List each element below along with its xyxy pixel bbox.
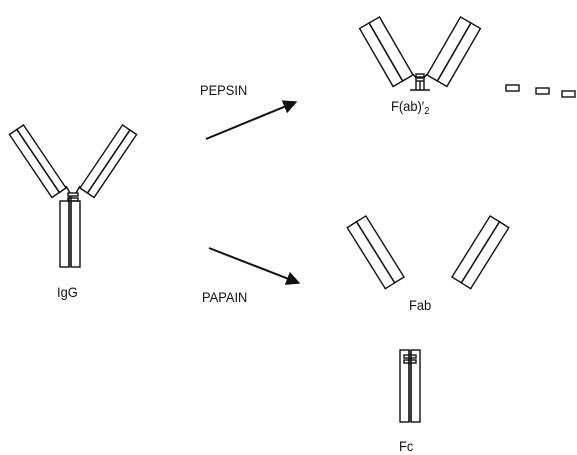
papain-label: PAPAIN xyxy=(202,289,248,305)
pepsin-arrow xyxy=(205,100,298,140)
fab2-label-prime: ′ xyxy=(421,98,425,114)
fab2-label-main: F(ab) xyxy=(391,98,422,114)
fab-fragment-left xyxy=(346,214,405,290)
igg-fc-left-chain xyxy=(59,200,70,268)
pepsin-small-fragments xyxy=(505,84,576,98)
small-fragment xyxy=(505,84,520,92)
fc-label: Fc xyxy=(399,438,414,454)
small-fragment xyxy=(535,87,550,95)
fab-fragment-right xyxy=(451,214,510,290)
fab-label: Fab xyxy=(409,297,432,313)
fc-fragment xyxy=(399,349,421,423)
igg-fc-right-chain xyxy=(70,200,81,268)
igg-label: IgG xyxy=(57,284,78,300)
igg-left-arm xyxy=(8,124,67,199)
fab2-label: F(ab)′2 xyxy=(391,99,429,117)
small-fragment xyxy=(561,90,576,98)
fab2-fragment xyxy=(358,16,482,91)
igg-right-arm xyxy=(79,124,138,199)
pepsin-label: PEPSIN xyxy=(200,82,248,98)
fab2-label-subscript: 2 xyxy=(424,106,430,117)
igg-molecule xyxy=(8,124,138,268)
papain-arrow xyxy=(208,247,301,285)
